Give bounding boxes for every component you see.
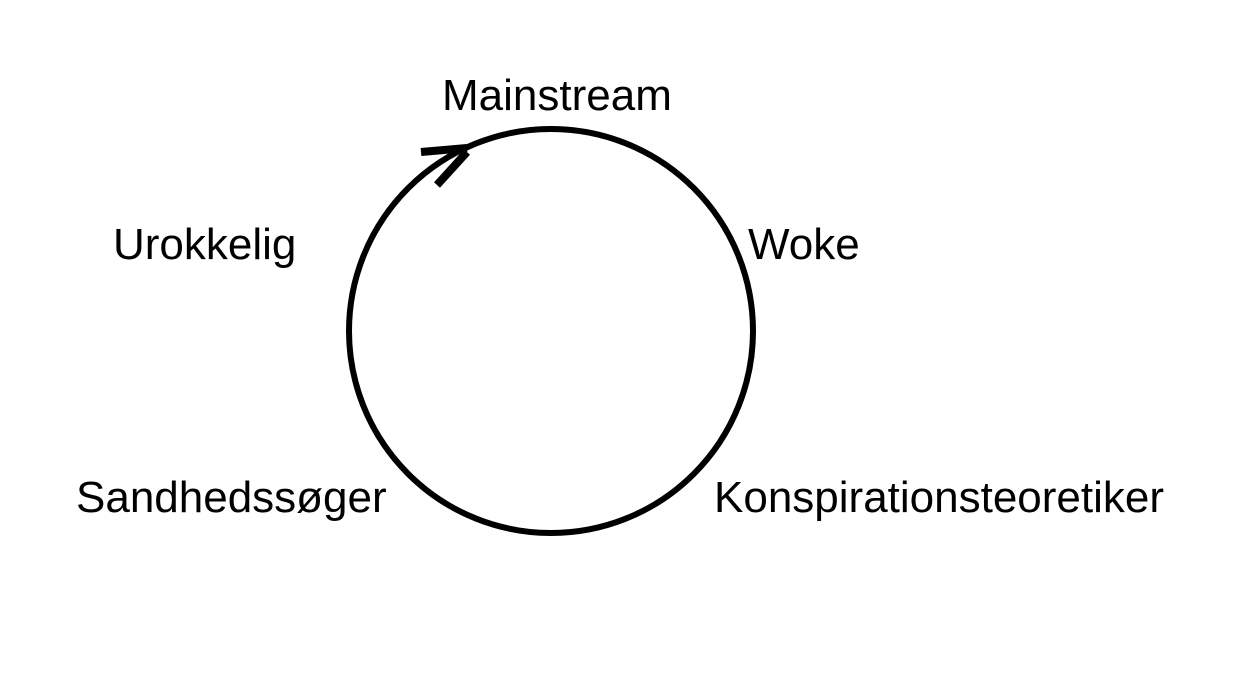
label-urokkelig: Urokkelig <box>113 220 297 269</box>
label-mainstream: Mainstream <box>442 71 672 120</box>
arrowhead-icon <box>420 144 470 188</box>
label-konspirationsteoretiker: Konspirationsteoretiker <box>714 473 1165 522</box>
cycle-circle <box>346 126 756 536</box>
label-sandhedssoger: Sandhedssøger <box>76 473 387 522</box>
label-woke: Woke <box>748 220 860 269</box>
